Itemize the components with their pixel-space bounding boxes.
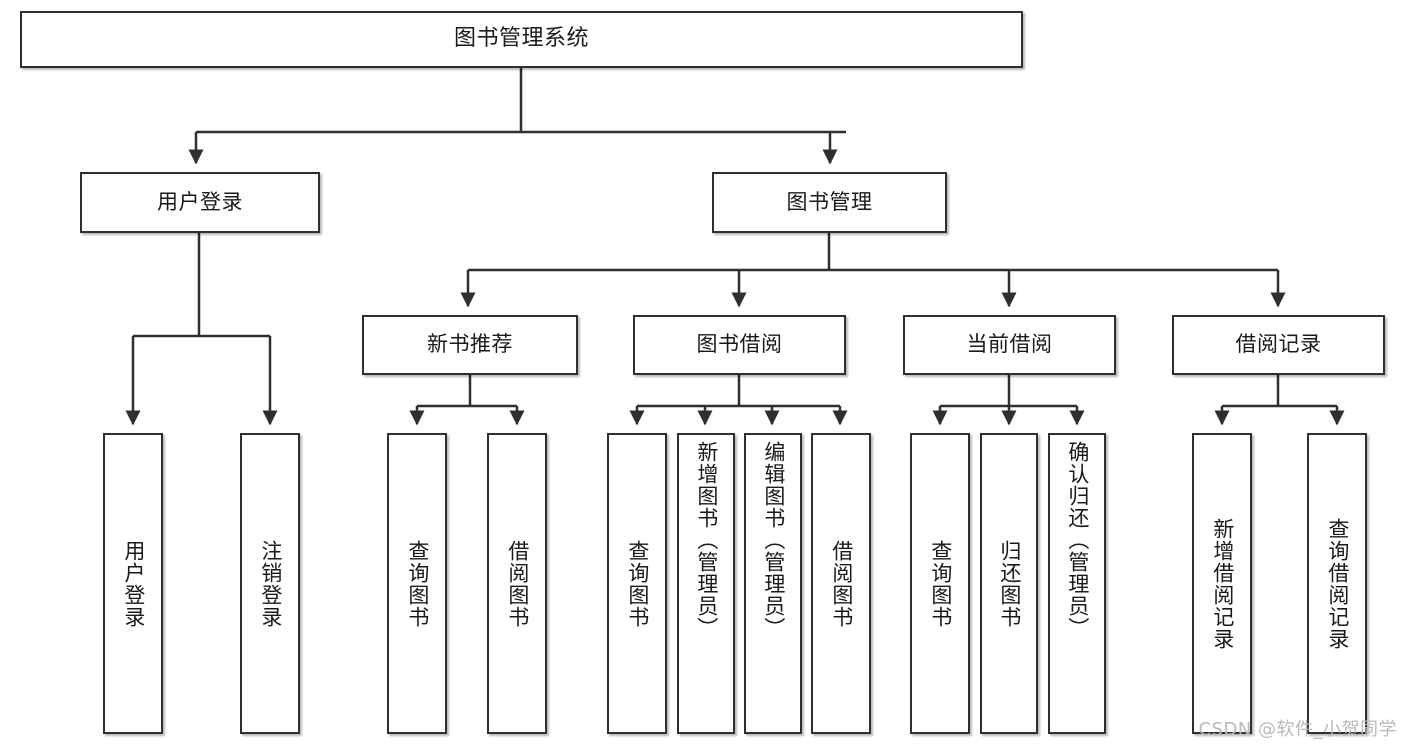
node-book-management-system[interactable]: 图书管理系统 [20, 11, 1023, 68]
leaf-node-edit-book-admin[interactable]: 编辑图书（管理员） [744, 433, 802, 734]
node-label: 查询图书 [928, 539, 953, 628]
node-book-management[interactable]: 图书管理 [712, 172, 947, 233]
node-label: 借阅图书 [505, 539, 530, 628]
node-label: 借阅图书 [829, 539, 854, 628]
node-borrow-record[interactable]: 借阅记录 [1172, 315, 1385, 375]
node-label: 查询借阅记录 [1325, 517, 1350, 650]
watermark-text: CSDN @软件_小贺同学 [1198, 719, 1397, 740]
node-label: 图书借阅 [696, 332, 783, 357]
node-label: 新增借阅记录 [1210, 517, 1235, 650]
node-label: 确认归还（管理员） [1065, 441, 1090, 639]
leaf-node-logout-login[interactable]: 注销登录 [240, 433, 300, 734]
node-label: 用户登录 [121, 539, 146, 628]
leaf-node-user-login[interactable]: 用户登录 [103, 433, 163, 734]
leaf-node-borrow-book-1[interactable]: 借阅图书 [487, 433, 547, 734]
node-new-book-recommend[interactable]: 新书推荐 [362, 315, 578, 375]
leaf-node-borrow-book-2[interactable]: 借阅图书 [811, 433, 871, 734]
node-label: 当前借阅 [966, 332, 1053, 357]
leaf-node-return-book[interactable]: 归还图书 [980, 433, 1038, 734]
leaf-node-query-book-3[interactable]: 查询图书 [910, 433, 970, 734]
node-book-borrow[interactable]: 图书借阅 [633, 315, 846, 375]
leaf-node-query-book-2[interactable]: 查询图书 [607, 433, 667, 734]
node-user-login[interactable]: 用户登录 [80, 172, 320, 233]
node-label: 新增图书（管理员） [694, 441, 719, 639]
node-label: 注销登录 [258, 539, 283, 628]
node-label: 归还图书 [997, 539, 1022, 628]
node-label: 用户登录 [157, 189, 243, 214]
node-label: 图书管理系统 [453, 26, 589, 52]
node-label: 图书管理 [786, 189, 873, 214]
leaf-node-query-borrow-record[interactable]: 查询借阅记录 [1307, 433, 1367, 734]
leaf-node-add-borrow-record[interactable]: 新增借阅记录 [1192, 433, 1252, 734]
node-current-borrow[interactable]: 当前借阅 [903, 315, 1116, 375]
leaf-node-add-book-admin[interactable]: 新增图书（管理员） [677, 433, 735, 734]
node-label: 编辑图书（管理员） [761, 441, 786, 639]
node-label: 新书推荐 [427, 332, 513, 357]
leaf-node-query-book-1[interactable]: 查询图书 [387, 433, 447, 734]
node-label: 查询图书 [405, 539, 430, 628]
node-label: 借阅记录 [1235, 332, 1322, 357]
leaf-node-confirm-return-admin[interactable]: 确认归还（管理员） [1048, 433, 1106, 734]
node-label: 查询图书 [625, 539, 650, 628]
